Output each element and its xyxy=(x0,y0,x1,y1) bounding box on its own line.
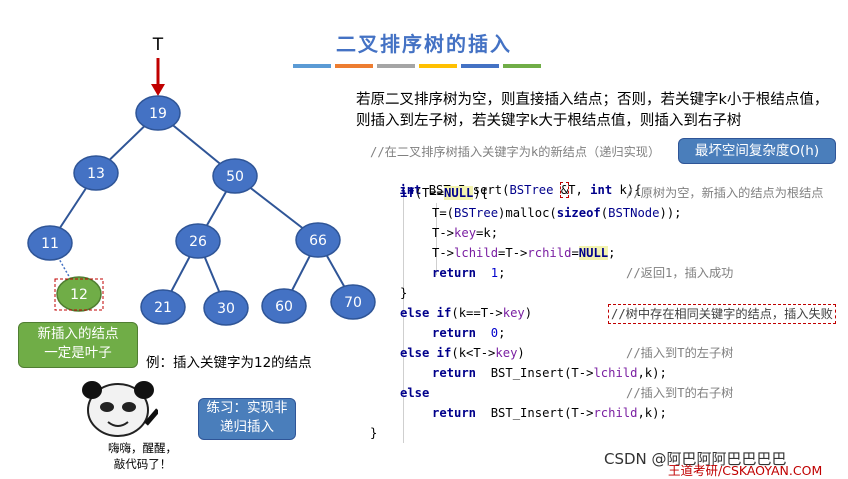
worst-space-callout: 最坏空间复杂度O(h) xyxy=(678,138,836,164)
title-bar-2 xyxy=(335,64,373,68)
tree-node-circle xyxy=(56,276,102,312)
new-node-callout: 新插入的结点 一定是叶子 xyxy=(18,322,138,368)
tree-node-circle xyxy=(175,223,221,259)
title-bar-4 xyxy=(419,64,457,68)
code-header-comment: //在二叉排序树插入关键字为k的新结点（递归实现） xyxy=(370,145,661,159)
tree-node-circle xyxy=(140,289,186,325)
comment-right: //插入到T的右子树 xyxy=(626,386,734,400)
tree-node-label: 50 xyxy=(226,169,244,185)
tree-node-66: 66 xyxy=(295,222,341,258)
code-line-2: if(T==NULL){ xyxy=(400,186,489,200)
tree-node-label: 70 xyxy=(344,295,362,311)
tree-node-12: 12 xyxy=(56,276,102,312)
example-caption: 例：插入关键字为12的结点 xyxy=(146,355,312,371)
tree-node-label: 11 xyxy=(41,236,59,252)
code-line-12: else xyxy=(400,386,430,400)
tree-node-circle xyxy=(330,284,376,320)
tree-node-60: 60 xyxy=(261,288,307,324)
tree-node-circle xyxy=(261,288,307,324)
tree-node-circle xyxy=(212,158,258,194)
tree-node-70: 70 xyxy=(330,284,376,320)
tree-node-11: 11 xyxy=(27,225,73,261)
code-line-11: return BST_Insert(T->lchild,k); xyxy=(432,366,667,380)
code-line-7: } xyxy=(400,286,408,300)
tree-node-50: 50 xyxy=(212,158,258,194)
code-line-4: T->key=k; xyxy=(432,226,499,240)
code-line-3: T=(BSTree)malloc(sizeof(BSTNode)); xyxy=(432,206,682,220)
tree-node-19: 19 xyxy=(135,95,181,131)
root-pointer-label: T xyxy=(152,35,164,55)
tree-node-label: 26 xyxy=(189,234,207,250)
tree-node-label: 19 xyxy=(149,106,167,122)
title-bar-6 xyxy=(503,64,541,68)
code-line-9: return 0; xyxy=(432,326,506,340)
code-line-5: T->lchild=T->rchild=NULL; xyxy=(432,246,616,260)
tree-nodes: 19 13 50 11 26 66 12 21 30 60 70 xyxy=(27,95,376,326)
tree-node-circle xyxy=(295,222,341,258)
new-node-highlight-frame xyxy=(54,278,104,311)
tree-node-label: 66 xyxy=(309,233,327,249)
tree-node-circle xyxy=(73,155,119,191)
tree-node-13: 13 xyxy=(73,155,119,191)
tree-node-21: 21 xyxy=(140,289,186,325)
csdn-watermark: CSDN @阿巴阿阿巴巴巴巴 xyxy=(604,450,787,468)
tree-node-label: 60 xyxy=(275,299,293,315)
tree-node-circle xyxy=(135,95,181,131)
comment-success: //返回1，插入成功 xyxy=(626,266,734,280)
title-bar-5 xyxy=(461,64,499,68)
root-pointer-arrow-head xyxy=(151,84,165,96)
tree-node-label: 30 xyxy=(217,301,235,317)
indent-guide xyxy=(436,203,437,275)
tree-node-label: 13 xyxy=(87,166,105,182)
indent-guide xyxy=(403,185,404,443)
tree-node-label: 12 xyxy=(70,287,88,303)
code-line-14: } xyxy=(370,426,378,440)
brand-footer: 王道考研/CSKAOYAN.COM xyxy=(668,463,823,478)
tree-node-26: 26 xyxy=(175,223,221,259)
tree-node-circle xyxy=(27,225,73,261)
code-line-10: else if(k<T->key) xyxy=(400,346,525,360)
comment-null-case: //原树为空，新插入的结点为根结点 xyxy=(626,186,824,200)
tree-node-30: 30 xyxy=(203,290,249,326)
panda-meme-image xyxy=(82,381,158,437)
meme-caption: 嗨嗨，醒醒， 敲代码了！ xyxy=(108,441,177,471)
comment-duplicate: //树中存在相同关键字的结点，插入失败 xyxy=(608,304,836,324)
tree-node-label: 21 xyxy=(154,300,172,316)
code-line-8: else if(k==T->key) xyxy=(400,306,533,320)
code-line-13: return BST_Insert(T->rchild,k); xyxy=(432,406,667,420)
title-bar-3 xyxy=(377,64,415,68)
comment-left: //插入到T的左子树 xyxy=(626,346,734,360)
slide-title: 二叉排序树的插入 xyxy=(336,32,512,56)
exercise-callout: 练习：实现非 递归插入 xyxy=(198,398,296,440)
code-line-6: return 1; xyxy=(432,266,506,280)
tree-node-circle xyxy=(203,290,249,326)
intro-paragraph: 若原二叉排序树为空，则直接插入结点；否则，若关键字k小于根结点值，则插入到左子树… xyxy=(356,92,829,129)
title-bar-1 xyxy=(293,64,331,68)
code-line-1: int BST_Insert(BSTree &T, int k){ xyxy=(399,182,642,198)
